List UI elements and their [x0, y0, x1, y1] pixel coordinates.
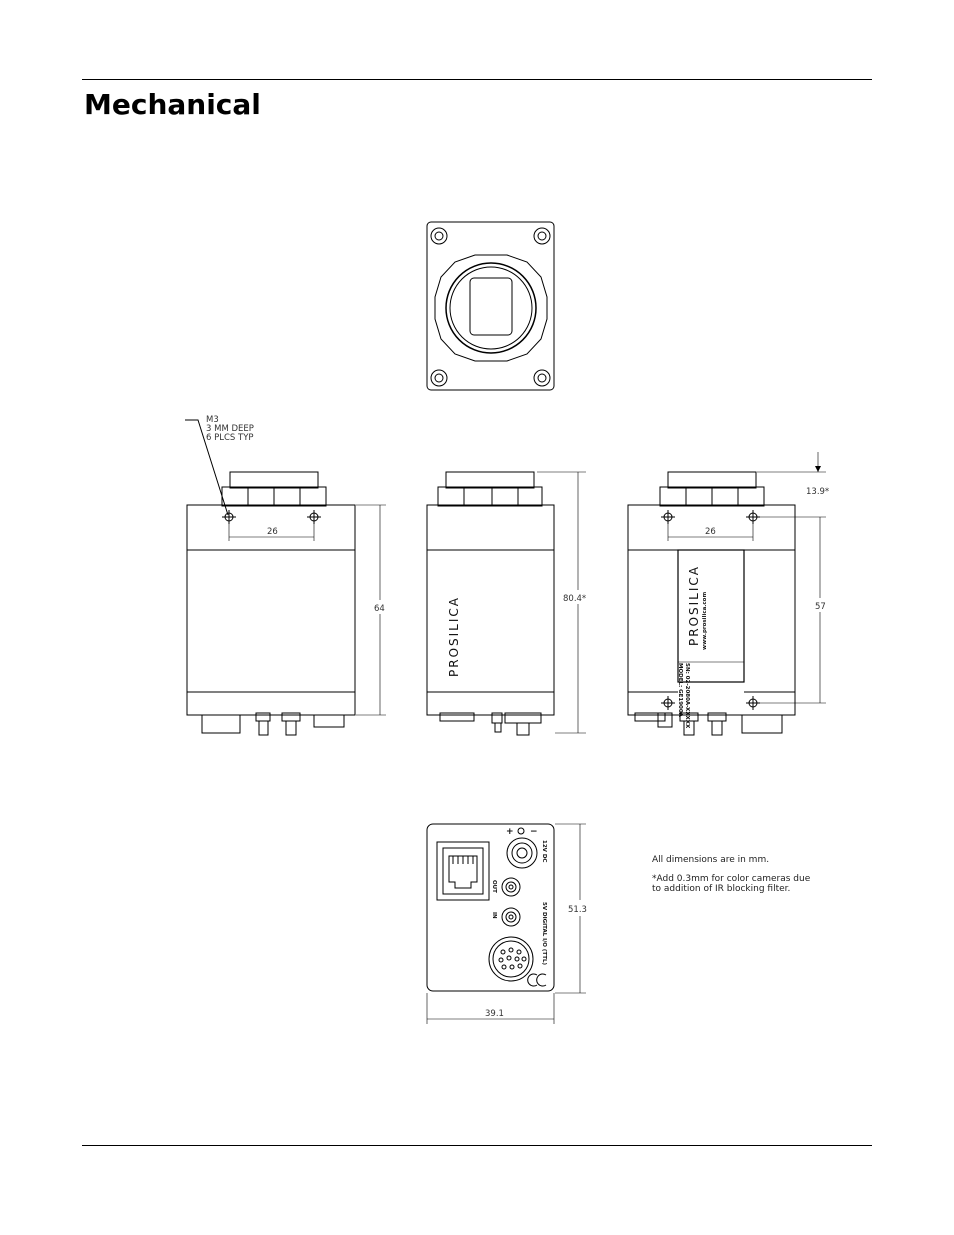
- dim-length-total: 80.4*: [563, 594, 586, 604]
- dim-hole-spacing-side: 26: [267, 527, 278, 537]
- ce-mark-icon: [536, 973, 547, 987]
- out-label: OUT: [491, 880, 497, 893]
- note-color-line-1: *Add 0.3mm for color cameras due: [652, 874, 811, 884]
- out-connector: [501, 877, 521, 897]
- note-color-line-2: to addition of IR blocking filter.: [652, 884, 790, 894]
- minus-sign: −: [530, 827, 538, 837]
- notes: All dimensions are in mm. *Add 0.3mm for…: [652, 855, 811, 894]
- model-label: MODEL: GE1900A: [677, 663, 683, 718]
- top-view: 26 PROSILICA www.prosilica.com SN: 02-20…: [627, 452, 829, 736]
- dc-label: 12V DC: [541, 840, 547, 862]
- left-side-view: M3 3 MM DEEP 6 PLCS TYP 26 64: [185, 415, 386, 736]
- callout-line-2: 3 MM DEEP: [206, 424, 254, 434]
- sensor-window: [469, 277, 513, 336]
- hole-marks: [222, 510, 321, 524]
- back-view: + − 12V DC OUT IN 5V DIGITAL I/O (TTL) 5…: [426, 823, 587, 1024]
- brand-label-plate: PROSILICA: [687, 565, 701, 646]
- brand-label-side: PROSILICA: [447, 596, 461, 677]
- front-view: [426, 221, 555, 391]
- dc-power-connector: [506, 837, 538, 869]
- page-title: Mechanical: [84, 88, 261, 121]
- note-units: All dimensions are in mm.: [652, 855, 769, 865]
- io-label: 5V DIGITAL I/O (TTL): [541, 902, 547, 965]
- bottom-rule: [82, 1145, 872, 1146]
- dim-back-width: 39.1: [485, 1009, 504, 1019]
- website-label: www.prosilica.com: [702, 592, 708, 650]
- io-connector: [488, 936, 534, 982]
- in-label: IN: [491, 912, 497, 919]
- plus-sign: +: [506, 827, 514, 837]
- hole-marks-top: [661, 510, 760, 710]
- serial-label: SN: 02-2080A-XXXXX: [684, 663, 690, 729]
- mount-holes: [430, 227, 551, 387]
- dim-hole-spacing-top: 26: [705, 527, 716, 537]
- dim-height-side: 64: [374, 604, 385, 614]
- dim-back-height: 51.3: [568, 905, 587, 915]
- ethernet-port: [436, 841, 490, 901]
- in-connector: [501, 907, 521, 927]
- callout-line-1: M3: [206, 415, 219, 425]
- callout-line-3: 6 PLCS TYP: [206, 433, 254, 443]
- middle-side-view: PROSILICA 80.4*: [426, 471, 586, 736]
- top-rule: [82, 79, 872, 80]
- dim-hole-spacing-vertical: 57: [815, 602, 826, 612]
- lens-mount-outline: [434, 254, 548, 362]
- model-label-plate: [677, 549, 745, 683]
- dim-lens-offset: 13.9*: [806, 487, 829, 497]
